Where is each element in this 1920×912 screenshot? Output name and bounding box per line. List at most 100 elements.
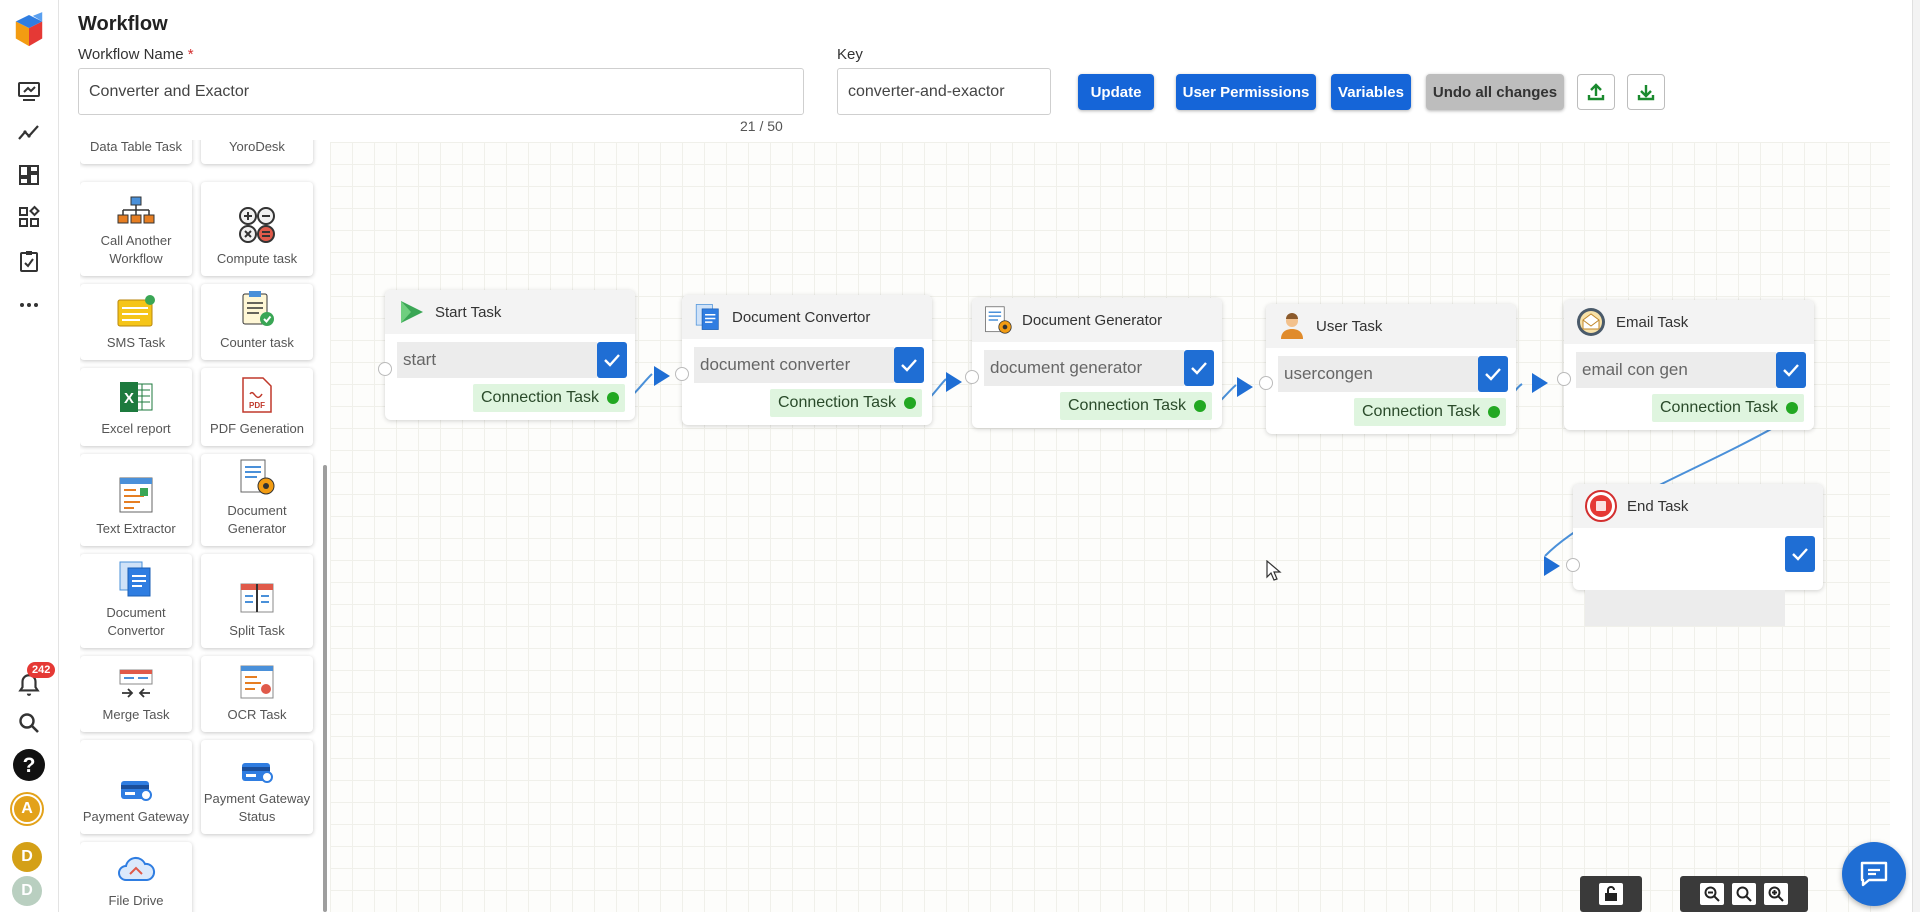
- palette-item-label: Counter task: [220, 335, 294, 350]
- rail-widgets[interactable]: [12, 200, 46, 234]
- output-port-dot[interactable]: [1194, 400, 1206, 412]
- key-input[interactable]: [837, 68, 1051, 115]
- palette-item-yorodesk[interactable]: YoroDesk: [201, 140, 313, 164]
- avatar[interactable]: D: [12, 842, 42, 872]
- user-permissions-button[interactable]: User Permissions: [1176, 74, 1316, 110]
- rail-monitor[interactable]: [12, 74, 46, 108]
- input-port[interactable]: [675, 367, 689, 381]
- palette-item-label: File Drive: [108, 893, 164, 908]
- connection-task-port[interactable]: Connection Task: [1354, 398, 1506, 426]
- rail-more[interactable]: [12, 288, 46, 322]
- connection-task-port[interactable]: Connection Task: [1060, 392, 1212, 420]
- palette-item-label: Document Generator: [227, 503, 287, 536]
- svg-text:PDF: PDF: [249, 401, 265, 410]
- node-header[interactable]: User Task: [1266, 304, 1516, 348]
- connection-label: Connection Task: [778, 394, 896, 411]
- node-header[interactable]: Document Generator: [972, 298, 1222, 342]
- zoom-reset-button[interactable]: [1732, 883, 1756, 905]
- lock-button[interactable]: [1599, 883, 1623, 905]
- update-button[interactable]: Update: [1078, 74, 1154, 110]
- connection-task-port[interactable]: Connection Task: [1652, 394, 1804, 422]
- node-name-field[interactable]: document converter: [694, 347, 894, 383]
- chat-button[interactable]: [1842, 842, 1906, 906]
- avatar[interactable]: D: [12, 876, 42, 906]
- palette-scrollbar[interactable]: [323, 465, 327, 912]
- input-port[interactable]: [965, 370, 979, 384]
- app-logo[interactable]: [12, 12, 46, 48]
- palette-item-text-extractor[interactable]: Text Extractor: [80, 454, 192, 546]
- palette-item-payment-gateway-status[interactable]: Payment Gateway Status: [201, 740, 313, 834]
- node-name-field[interactable]: document generator: [984, 350, 1184, 386]
- palette-item-excel-report[interactable]: X Excel report: [80, 368, 192, 446]
- input-port[interactable]: [1557, 372, 1571, 386]
- palette-item-label: YoroDesk: [229, 140, 285, 154]
- rail-help[interactable]: ?: [12, 748, 46, 782]
- zoom-in-button[interactable]: [1764, 883, 1788, 905]
- required-mark: *: [187, 46, 194, 63]
- node-header[interactable]: Start Task: [385, 290, 635, 334]
- node-start-task[interactable]: Start Task start Connection Task: [378, 290, 635, 420]
- node-confirm-button[interactable]: [1776, 352, 1806, 388]
- node-header[interactable]: Email Task: [1564, 300, 1814, 344]
- upload-icon: [1587, 83, 1605, 101]
- cloud-drive-icon: [118, 856, 156, 881]
- zoom-out-button[interactable]: [1700, 883, 1724, 905]
- palette-item-data-table-task[interactable]: Data Table Task: [80, 140, 192, 164]
- rail-tasks[interactable]: [12, 244, 46, 278]
- connection-task-port[interactable]: Connection Task: [770, 389, 922, 417]
- download-button[interactable]: [1627, 74, 1665, 110]
- palette-item-counter-task[interactable]: Counter task: [201, 284, 313, 360]
- output-port-dot[interactable]: [904, 397, 916, 409]
- node-user-task[interactable]: User Task usercongen Connection Task: [1259, 304, 1516, 434]
- upload-button[interactable]: [1577, 74, 1615, 110]
- output-port-dot[interactable]: [607, 392, 619, 404]
- rail-analytics[interactable]: [12, 116, 46, 150]
- palette-item-file-drive[interactable]: File Drive: [80, 842, 192, 912]
- rail-search[interactable]: [12, 706, 46, 740]
- node-document-generator[interactable]: Document Generator document generator Co…: [965, 298, 1222, 428]
- avatar[interactable]: A: [12, 794, 42, 824]
- palette-item-payment-gateway[interactable]: Payment Gateway: [80, 740, 192, 834]
- node-body: document generator Connection Task: [972, 342, 1222, 428]
- palette-item-merge-task[interactable]: Merge Task: [80, 656, 192, 732]
- zoom-out-icon: [1704, 886, 1720, 902]
- undo-all-changes-button[interactable]: Undo all changes: [1426, 74, 1564, 110]
- palette-item-call-another-workflow[interactable]: Call Another Workflow: [80, 182, 192, 276]
- node-confirm-button[interactable]: [597, 342, 627, 378]
- input-port[interactable]: [378, 362, 392, 376]
- node-name-field[interactable]: usercongen: [1278, 356, 1478, 392]
- node-header[interactable]: Document Convertor: [682, 295, 932, 339]
- node-name-field[interactable]: start: [397, 342, 597, 378]
- node-end-task[interactable]: End Task: [1566, 484, 1823, 626]
- node-name-field[interactable]: email con gen: [1576, 352, 1776, 388]
- node-confirm-button[interactable]: [1184, 350, 1214, 386]
- palette-item-label: Data Table Task: [89, 140, 183, 154]
- palette-item-compute-task[interactable]: Compute task: [201, 182, 313, 276]
- node-header[interactable]: End Task: [1573, 484, 1823, 528]
- rail-dashboard[interactable]: [12, 158, 46, 192]
- node-confirm-button[interactable]: [894, 347, 924, 383]
- node-confirm-button[interactable]: [1478, 356, 1508, 392]
- node-confirm-button[interactable]: [1785, 536, 1815, 572]
- output-port-dot[interactable]: [1488, 406, 1500, 418]
- connection-label: Connection Task: [481, 389, 599, 406]
- node-name-field[interactable]: [1585, 590, 1785, 626]
- lock-canvas-control[interactable]: [1580, 876, 1642, 912]
- input-port[interactable]: [1259, 376, 1273, 390]
- check-icon: [1485, 368, 1501, 381]
- input-port[interactable]: [1566, 558, 1580, 572]
- variables-button[interactable]: Variables: [1331, 74, 1411, 110]
- node-document-convertor[interactable]: Document Convertor document converter Co…: [675, 295, 932, 425]
- palette-item-document-generator[interactable]: Document Generator: [201, 454, 313, 546]
- palette-item-split-task[interactable]: Split Task: [201, 554, 313, 648]
- palette-item-sms-task[interactable]: SMS Task: [80, 284, 192, 360]
- connection-task-port[interactable]: Connection Task: [473, 384, 625, 412]
- palette-item-ocr-task[interactable]: OCR Task: [201, 656, 313, 732]
- page-scrollbar[interactable]: [1912, 0, 1920, 912]
- palette-item-pdf-generation[interactable]: PDF PDF Generation: [201, 368, 313, 446]
- download-icon: [1637, 85, 1655, 101]
- palette-item-document-convertor[interactable]: Document Convertor: [80, 554, 192, 648]
- workflow-name-input[interactable]: [78, 68, 804, 115]
- output-port-dot[interactable]: [1786, 402, 1798, 414]
- node-email-task[interactable]: Email Task email con gen Connection Task: [1557, 300, 1814, 430]
